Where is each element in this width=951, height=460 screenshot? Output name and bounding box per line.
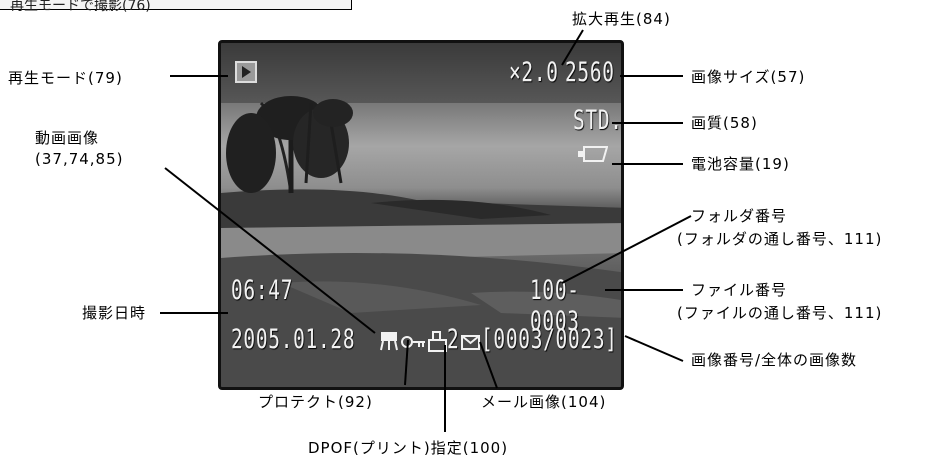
label-quality: 画質(58) — [691, 114, 758, 132]
label-folder-1: フォルダ番号 — [691, 207, 788, 225]
header-box: 再生モードで撮影(76) — [0, 0, 352, 14]
key-icon — [401, 333, 427, 353]
date-value: 2005.01.28 — [231, 324, 356, 355]
label-movie-1: 動画画像 — [35, 129, 100, 147]
print-icon — [428, 331, 448, 353]
label-file-2: (ファイルの通し番号、111) — [677, 304, 883, 322]
line-image-count — [624, 335, 684, 362]
play-mode-icon — [235, 61, 257, 83]
label-battery: 電池容量(19) — [691, 155, 790, 173]
frame-counter-value: [0003/0023] — [481, 324, 618, 355]
movie-icon — [379, 330, 401, 352]
quality-value: STD. — [573, 105, 623, 136]
zoom-value: ×2.0 — [509, 57, 559, 88]
label-playback-mode: 再生モード(79) — [8, 69, 123, 87]
battery-icon — [578, 145, 608, 163]
mail-icon — [461, 335, 481, 351]
label-mail: メール画像(104) — [481, 393, 607, 411]
label-file-1: ファイル番号 — [691, 281, 788, 299]
print-count-value: 2 — [447, 324, 460, 355]
label-image-count: 画像番号/全体の画像数 — [691, 351, 858, 369]
time-value: 06:47 — [231, 275, 294, 306]
label-dpof: DPOF(プリント)指定(100) — [308, 439, 509, 457]
beach-scene — [221, 43, 621, 387]
label-movie-2: (37,74,85) — [35, 150, 124, 168]
label-zoom: 拡大再生(84) — [572, 10, 671, 28]
label-folder-2: (フォルダの通し番号、111) — [677, 230, 883, 248]
label-datetime: 撮影日時 — [82, 304, 147, 322]
size-value: 2560 — [565, 57, 615, 88]
label-protect: プロテクト(92) — [258, 393, 373, 411]
label-image-size: 画像サイズ(57) — [691, 68, 806, 86]
lcd-screen: ×2.0 2560 STD. 06:47 100-0003 2005.01.28… — [218, 40, 624, 390]
